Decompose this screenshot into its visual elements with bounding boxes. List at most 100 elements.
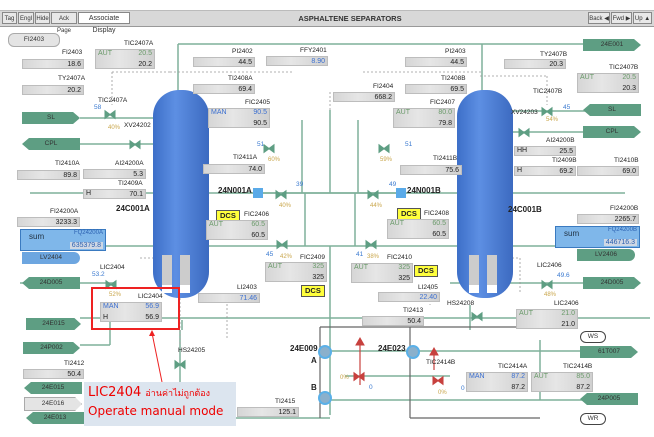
up-button[interactable]: Up ▲: [633, 12, 652, 24]
heat-exchanger-24e023-icon[interactable]: [406, 345, 420, 359]
red-control-valve-icon[interactable]: ⧓: [352, 368, 366, 384]
engl-button[interactable]: Engl: [18, 12, 34, 24]
mixer-24n001b[interactable]: [396, 188, 406, 198]
tv-percent: 0%: [340, 375, 349, 381]
control-valve-icon[interactable]: ⧓: [540, 276, 554, 292]
lic2404-faceplate[interactable]: MAN 56.9 H 56.9: [100, 302, 162, 322]
back-button[interactable]: Back ◀: [588, 12, 610, 24]
ti2413-display[interactable]: 50.4: [362, 316, 424, 326]
ti2408b-display[interactable]: 69.5: [405, 84, 467, 94]
fq24200b-totalizer[interactable]: sum FQ24200B 446716.3: [555, 226, 640, 248]
ti2411a-display[interactable]: 74.0: [203, 164, 265, 174]
tic2407b-valve-label: TIC2407B: [533, 88, 563, 95]
fic2408-faceplate[interactable]: AUT 60.5 60.5: [387, 219, 449, 239]
dcs-badge[interactable]: DCS: [301, 285, 325, 297]
hide-button[interactable]: Hide: [35, 12, 50, 24]
lv2404-tag[interactable]: LV2404: [22, 252, 80, 264]
24d005-tag-left[interactable]: 24D005: [22, 277, 80, 289]
ti2410b-display[interactable]: 69.0: [577, 166, 639, 176]
pi2403-display[interactable]: 44.5: [405, 57, 467, 67]
24e023-label: 24E023: [378, 344, 406, 353]
pi2402-display[interactable]: 44.5: [193, 57, 255, 67]
ti2411b-label: TI2411B: [433, 155, 458, 162]
24p005-tag[interactable]: 24P005: [580, 393, 638, 405]
associate-display-button[interactable]: Associate Display: [78, 12, 130, 34]
fi2404-display[interactable]: 668.2: [333, 92, 395, 102]
tic2414b-valve-label: TIC2414B: [426, 359, 456, 366]
block-valve-icon[interactable]: ⧓: [517, 124, 531, 140]
cpl-tag-right[interactable]: CPL: [583, 126, 641, 138]
tic2414b-faceplate[interactable]: AUT 85.0 87.2: [531, 372, 593, 392]
ty2407a-display[interactable]: 20.2: [22, 85, 84, 95]
tic2407b-faceplate[interactable]: AUT 20.5 20.3: [577, 73, 639, 93]
mixer-24n001a[interactable]: [253, 188, 263, 198]
24e016-tag[interactable]: 24E016: [24, 397, 82, 411]
fic2407-faceplate[interactable]: AUT 80.0 79.8: [393, 108, 455, 128]
red-control-valve-icon[interactable]: ⧓: [431, 372, 445, 388]
ws-tag[interactable]: WS: [580, 331, 606, 343]
lv2406-tag[interactable]: LV2406: [577, 249, 635, 261]
control-valve-icon[interactable]: ⧓: [377, 140, 391, 156]
control-valve-icon[interactable]: ⧓: [366, 186, 380, 202]
sl-tag-left[interactable]: SL: [22, 112, 80, 124]
vessel-24c001b[interactable]: [457, 90, 513, 298]
level-bar: [487, 255, 497, 293]
fic2409-faceplate[interactable]: AUT 325 325: [265, 262, 327, 282]
fi24200a-display[interactable]: 3233.3: [17, 217, 80, 227]
ffy2401-display[interactable]: 8.90: [266, 56, 328, 66]
tic2407a-faceplate[interactable]: AUT 20.5 20.2: [95, 49, 155, 69]
24p002-tag[interactable]: 24P002: [23, 342, 80, 354]
61t007-tag[interactable]: 61T007: [580, 346, 638, 358]
heat-exchanger-a-icon[interactable]: [318, 345, 332, 359]
ti2411b-display[interactable]: 75.6: [400, 165, 462, 175]
forward-button[interactable]: Fwd ▶: [611, 12, 632, 24]
dcs-badge[interactable]: DCS: [414, 265, 438, 277]
tag-button[interactable]: Tag: [2, 12, 17, 24]
24e013-tag[interactable]: 24E013: [26, 412, 84, 424]
fic2406-faceplate[interactable]: AUT 60.5 60.5: [206, 220, 268, 240]
fic2410-faceplate[interactable]: AUT 325 325: [351, 263, 413, 283]
control-valve-icon[interactable]: ⧓: [103, 106, 117, 122]
24e015-tag[interactable]: 24E015: [26, 318, 81, 330]
24e015-tag-left[interactable]: 24E015: [24, 382, 82, 394]
control-valve-icon[interactable]: ⧓: [275, 236, 289, 252]
fic2405-faceplate[interactable]: MAN 90.5 90.5: [208, 108, 270, 128]
fic2407-label: FIC2407: [430, 99, 455, 106]
fi2403-tag[interactable]: FI2403: [8, 33, 60, 47]
cpl-tag-left[interactable]: CPL: [22, 138, 80, 150]
wr-tag[interactable]: WR: [580, 413, 606, 425]
lic2406-faceplate[interactable]: AUT 21.0 21.0: [516, 309, 578, 329]
hand-valve-icon[interactable]: ⧓: [173, 356, 187, 372]
level-bar: [162, 255, 172, 293]
ti2409b-label: TI2409B: [552, 157, 577, 164]
fi2403-display[interactable]: 18.6: [22, 59, 84, 69]
fi24200b-display[interactable]: 2265.7: [577, 214, 639, 224]
24d005-tag-right[interactable]: 24D005: [583, 277, 641, 289]
v6-output: 41: [356, 251, 364, 258]
ty2407b-display[interactable]: 20.3: [504, 59, 566, 69]
control-valve-icon[interactable]: ⧓: [262, 140, 276, 156]
24e001-tag[interactable]: 24E001: [583, 39, 641, 51]
label-a: A: [311, 356, 317, 365]
ti2408a-display[interactable]: 69.4: [193, 84, 255, 94]
sl-tag-right[interactable]: SL: [583, 104, 641, 116]
li2403-display[interactable]: 71.46: [198, 293, 260, 303]
li2405-display[interactable]: 22.40: [378, 292, 440, 302]
ti2410a-display[interactable]: 89.8: [17, 170, 80, 180]
control-valve-icon[interactable]: ⧓: [274, 186, 288, 202]
ack-page-button[interactable]: Ack Page: [51, 12, 77, 34]
hand-valve-icon[interactable]: ⧓: [470, 308, 484, 324]
v2-percent: 59%: [380, 157, 393, 163]
control-valve-icon[interactable]: ⧓: [364, 236, 378, 252]
ai24200a-display[interactable]: 5.3: [83, 169, 146, 179]
ti2412-display[interactable]: 50.4: [23, 369, 84, 379]
control-valve-icon[interactable]: ⧓: [540, 103, 554, 119]
ti2415-display[interactable]: 125.1: [237, 407, 299, 417]
tic2414a-faceplate[interactable]: MAN 87.2 87.2: [466, 372, 528, 392]
fq24200a-totalizer[interactable]: sum FQ24200A 635379.8: [20, 229, 106, 251]
block-valve-icon[interactable]: ⧓: [128, 136, 142, 152]
heat-exchanger-b-icon[interactable]: [318, 391, 332, 405]
